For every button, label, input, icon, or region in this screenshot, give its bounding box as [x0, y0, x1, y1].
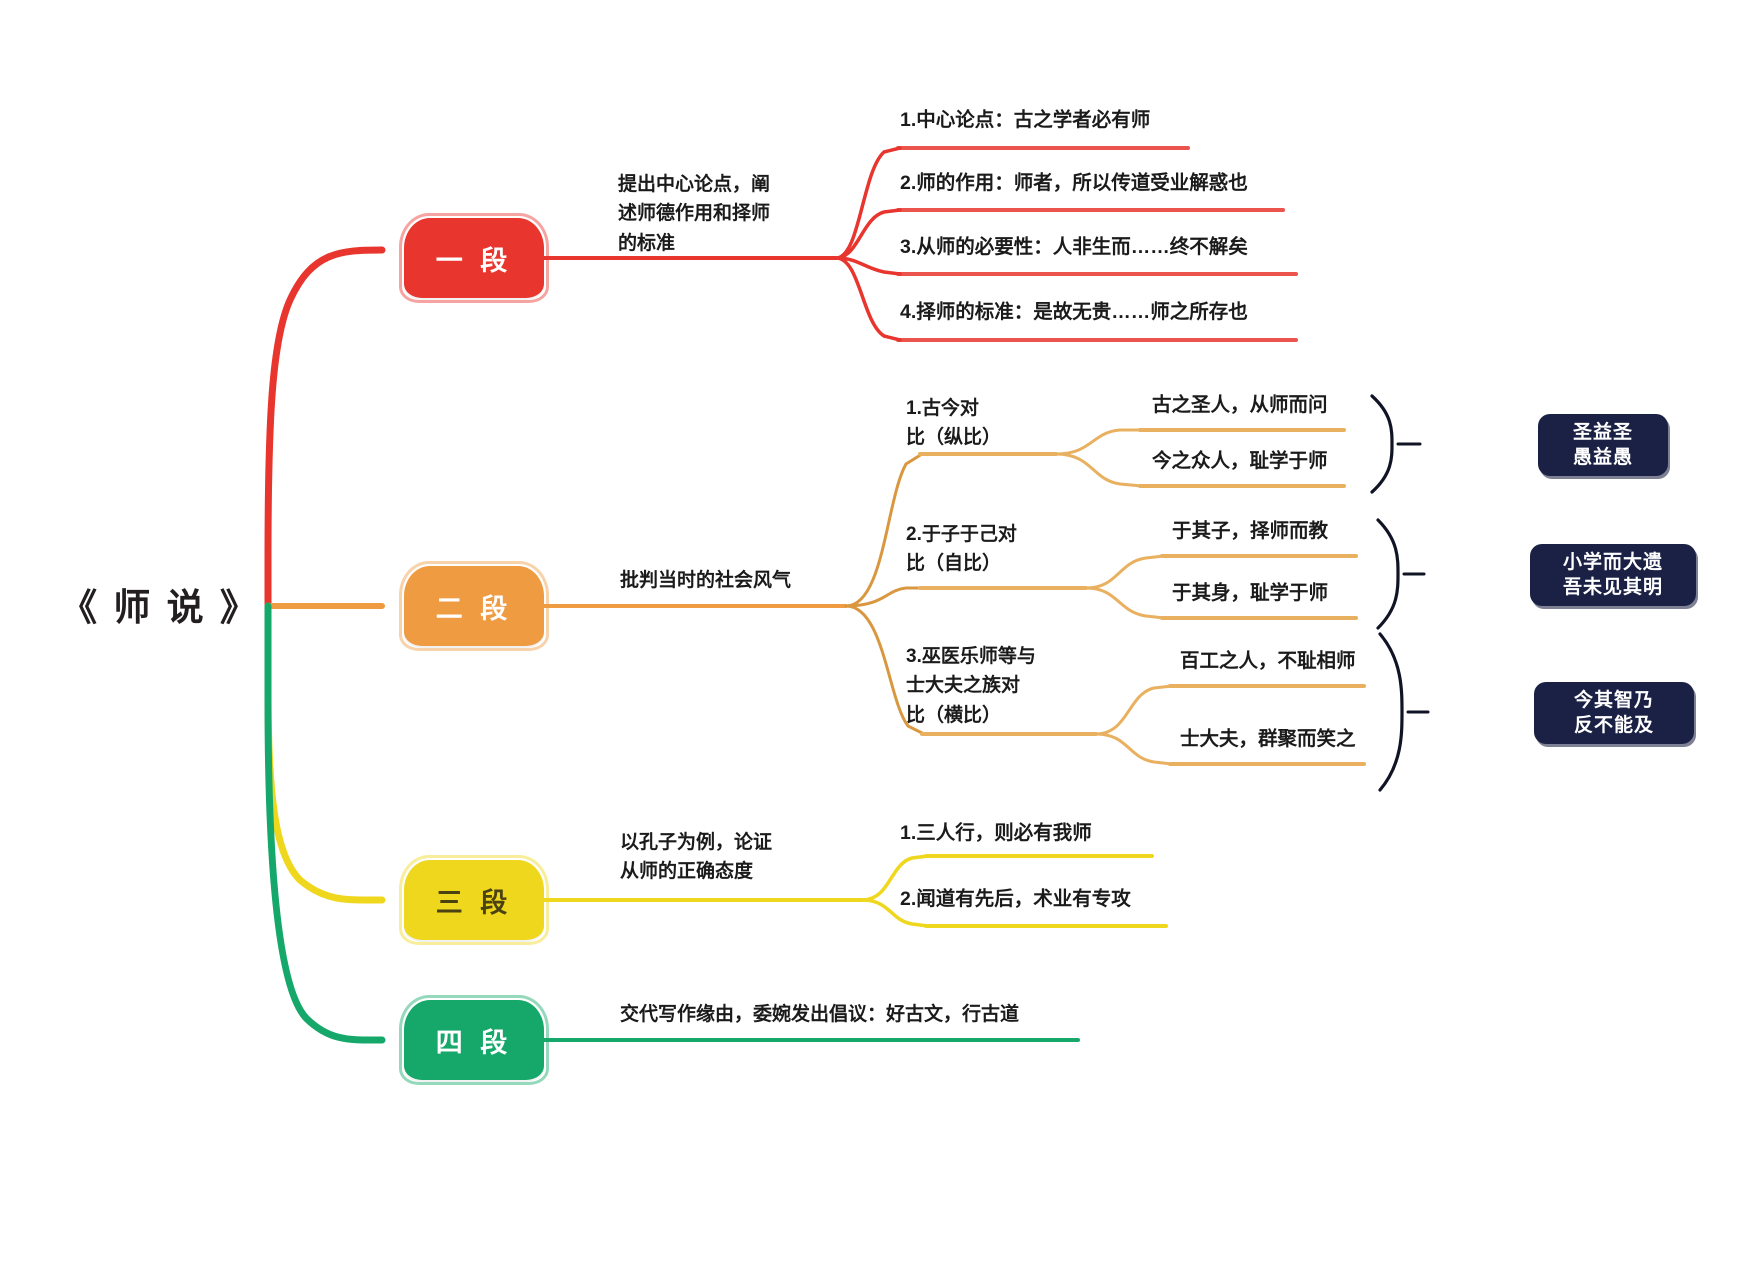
segment-label-1: 一 段 — [435, 245, 513, 276]
segment-2-summary: 批判当时的社会风气 — [620, 570, 792, 591]
segment-2-item-3-leaf-1[interactable]: 百工之人，不耻相师 — [1180, 650, 1356, 672]
brace-2 — [1376, 518, 1400, 630]
segment-label-4: 四 段 — [435, 1027, 513, 1058]
wire-seg2-b1 — [1084, 554, 1166, 590]
segment-2-item-2[interactable]: 2.于子于己对 比（自比） — [906, 524, 1017, 575]
segment-2-item-2-leaf-1[interactable]: 于其子，择师而教 — [1172, 520, 1329, 542]
segment-2-item-3[interactable]: 3.巫医乐师等与 士大夫之族对 比（横比） — [906, 646, 1036, 726]
wire-root-seg4 — [264, 602, 386, 1044]
segment-label-2: 二 段 — [435, 593, 513, 624]
segment-1-item-2[interactable]: 2.师的作用：师者，所以传道受业解惑也 — [900, 172, 1248, 194]
root-node[interactable]: 《 师 说 》 — [60, 587, 260, 628]
segment-node-2[interactable]: 二 段 — [399, 561, 549, 651]
wire-seg1-b1 — [834, 146, 902, 260]
wire-seg2-b2 — [1084, 586, 1166, 620]
wire-seg2-c1 — [1094, 684, 1174, 736]
segment-3-summary: 以孔子为例，论证 从师的正确态度 — [620, 832, 773, 883]
segment-1-item-1[interactable]: 1.中心论点：古之学者必有师 — [900, 109, 1151, 131]
segment-3-item-2[interactable]: 2.闻道有先后，术业有专攻 — [900, 888, 1131, 910]
segment-2-item-3-leaf-2[interactable]: 士大夫，群聚而笑之 — [1180, 728, 1356, 750]
brace-1 — [1370, 394, 1394, 494]
segment-2-item-1[interactable]: 1.古今对 比（纵比） — [906, 398, 1002, 449]
wire-seg1-b4 — [834, 256, 902, 342]
segment-1-summary: 提出中心论点，阐 述师德作用和择师 的标准 — [618, 174, 771, 254]
segment-2-conclusion-3[interactable]: 今其智乃 反不能及 — [1534, 682, 1694, 744]
segment-3-item-1[interactable]: 1.三人行，则必有我师 — [900, 822, 1092, 844]
wire-seg1-b2 — [834, 208, 902, 260]
segment-4-summary: 交代写作缘由，委婉发出倡议：好古文，行古道 — [620, 1004, 1020, 1025]
wire-root-seg3 — [264, 602, 386, 904]
segment-node-4[interactable]: 四 段 — [399, 995, 549, 1085]
segment-2-item-1-leaf-1[interactable]: 古之圣人，从师而问 — [1152, 394, 1328, 416]
wire-seg2-a2 — [1054, 452, 1144, 488]
segment-2-item-2-leaf-2[interactable]: 于其身，耻学于师 — [1172, 582, 1329, 604]
wire-seg1-b3 — [834, 256, 902, 276]
segment-node-1[interactable]: 一 段 — [399, 213, 549, 303]
brace-3 — [1378, 632, 1404, 792]
segment-2-conclusion-2[interactable]: 小学而大遗 吾未见其明 — [1530, 544, 1696, 606]
wire-root-seg1 — [264, 246, 386, 610]
segment-node-3[interactable]: 三 段 — [399, 855, 549, 945]
segment-2-item-1-leaf-2[interactable]: 今之众人，耻学于师 — [1152, 450, 1328, 472]
segment-1-item-4[interactable]: 4.择师的标准：是故无贵……师之所存也 — [900, 301, 1248, 323]
segment-2-conclusion-1[interactable]: 圣益圣 愚益愚 — [1538, 414, 1668, 476]
wire-seg2-c2 — [1094, 732, 1174, 766]
segment-1-item-3[interactable]: 3.从师的必要性：人非生而……终不解矣 — [900, 236, 1248, 258]
segment-label-3: 三 段 — [435, 887, 513, 918]
